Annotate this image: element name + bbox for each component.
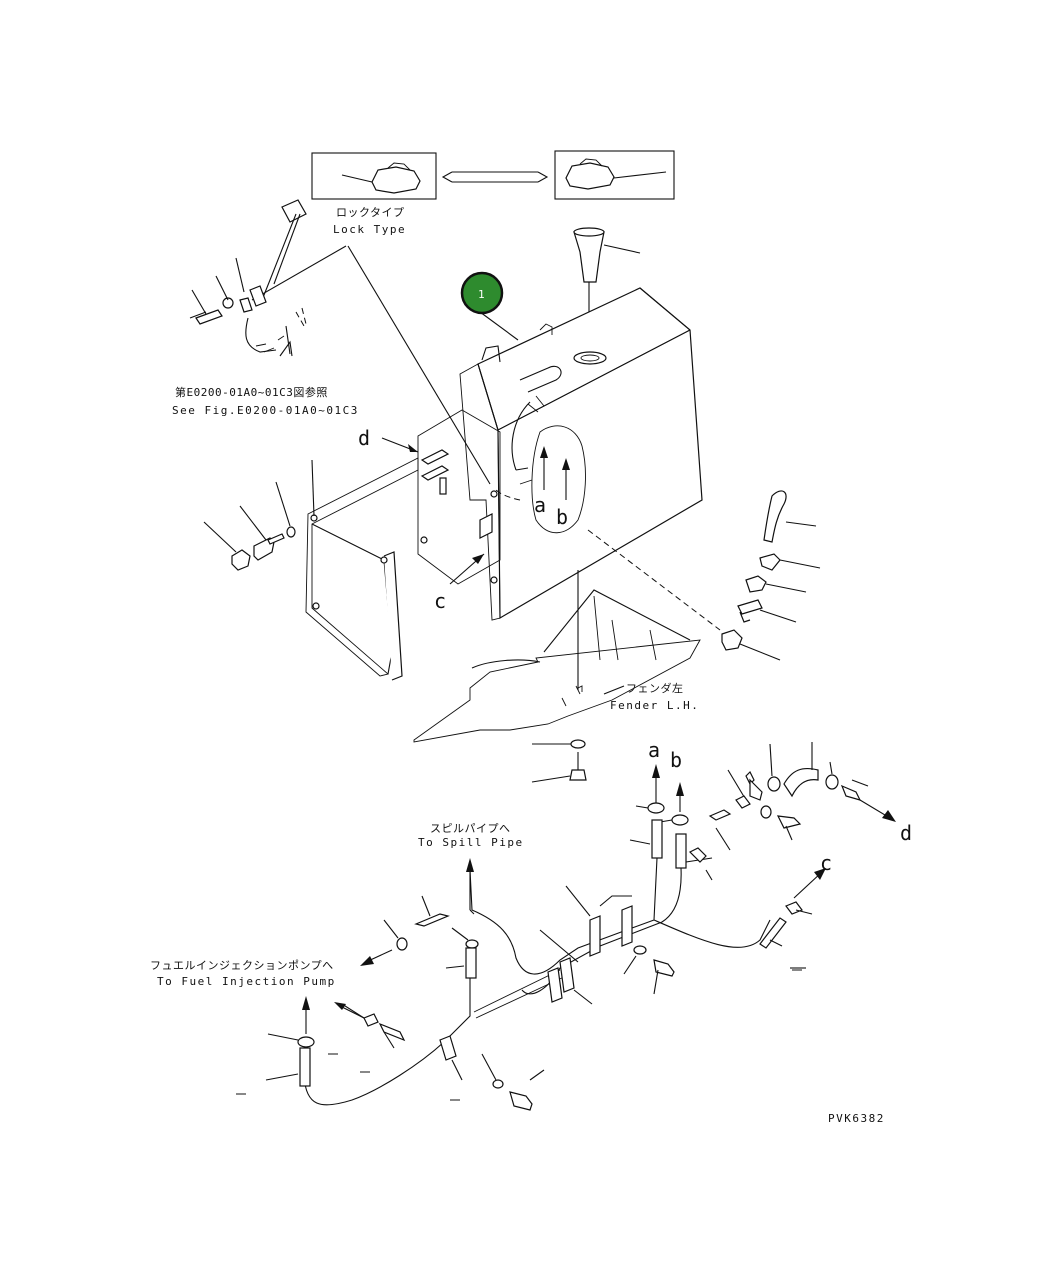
ref-b-upper: b — [556, 505, 568, 529]
tank-bracket — [417, 409, 501, 585]
pump-label-en: To Fuel Injection Pump — [157, 975, 336, 988]
ref-c-lower: c — [820, 851, 832, 875]
ref-d-lower: d — [900, 821, 912, 845]
see-fig-label-en: See Fig.E0200-01A0~01C3 — [172, 404, 359, 417]
fender-mount-bolt — [531, 739, 587, 783]
ref-b-lower: b — [670, 748, 682, 772]
ref-d-upper: d — [358, 426, 370, 450]
side-cover — [305, 457, 419, 681]
lock-type-label-en: Lock Type — [333, 223, 406, 236]
cap-lock-type-box — [554, 150, 675, 200]
fender-label-en: Fender L.H. — [610, 699, 699, 712]
cap-standard-box — [311, 152, 437, 200]
fuel-line-assembly — [265, 742, 869, 1111]
fuel-tank — [459, 287, 721, 631]
side-cover-bolts — [203, 481, 296, 571]
double-arrow — [441, 171, 549, 183]
callout-marker: 1 — [460, 271, 519, 341]
right-hose-parts — [721, 490, 821, 661]
pump-label-jp: フュエルインジェクションポンプへ — [150, 959, 334, 972]
drawing-code: PVK6382 — [828, 1112, 885, 1125]
lock-type-label-jp: ロックタイプ — [336, 206, 405, 219]
ref-a-lower: a — [648, 738, 660, 762]
spill-pipe-label-en: To Spill Pipe — [418, 836, 524, 849]
ref-c-upper: c — [434, 589, 446, 613]
fuel-gauge-assembly — [189, 199, 307, 357]
callout-number: 1 — [478, 288, 485, 301]
spill-pipe-label-jp: スピルパイプへ — [430, 822, 511, 835]
see-fig-label-jp: 第E0200-01A0~01C3図参照 — [175, 385, 328, 399]
fender — [413, 570, 701, 743]
fender-label-jp: フェンダ左 — [626, 681, 684, 695]
ref-a-upper: a — [534, 493, 546, 517]
arrow-pump-right — [339, 1005, 365, 1019]
